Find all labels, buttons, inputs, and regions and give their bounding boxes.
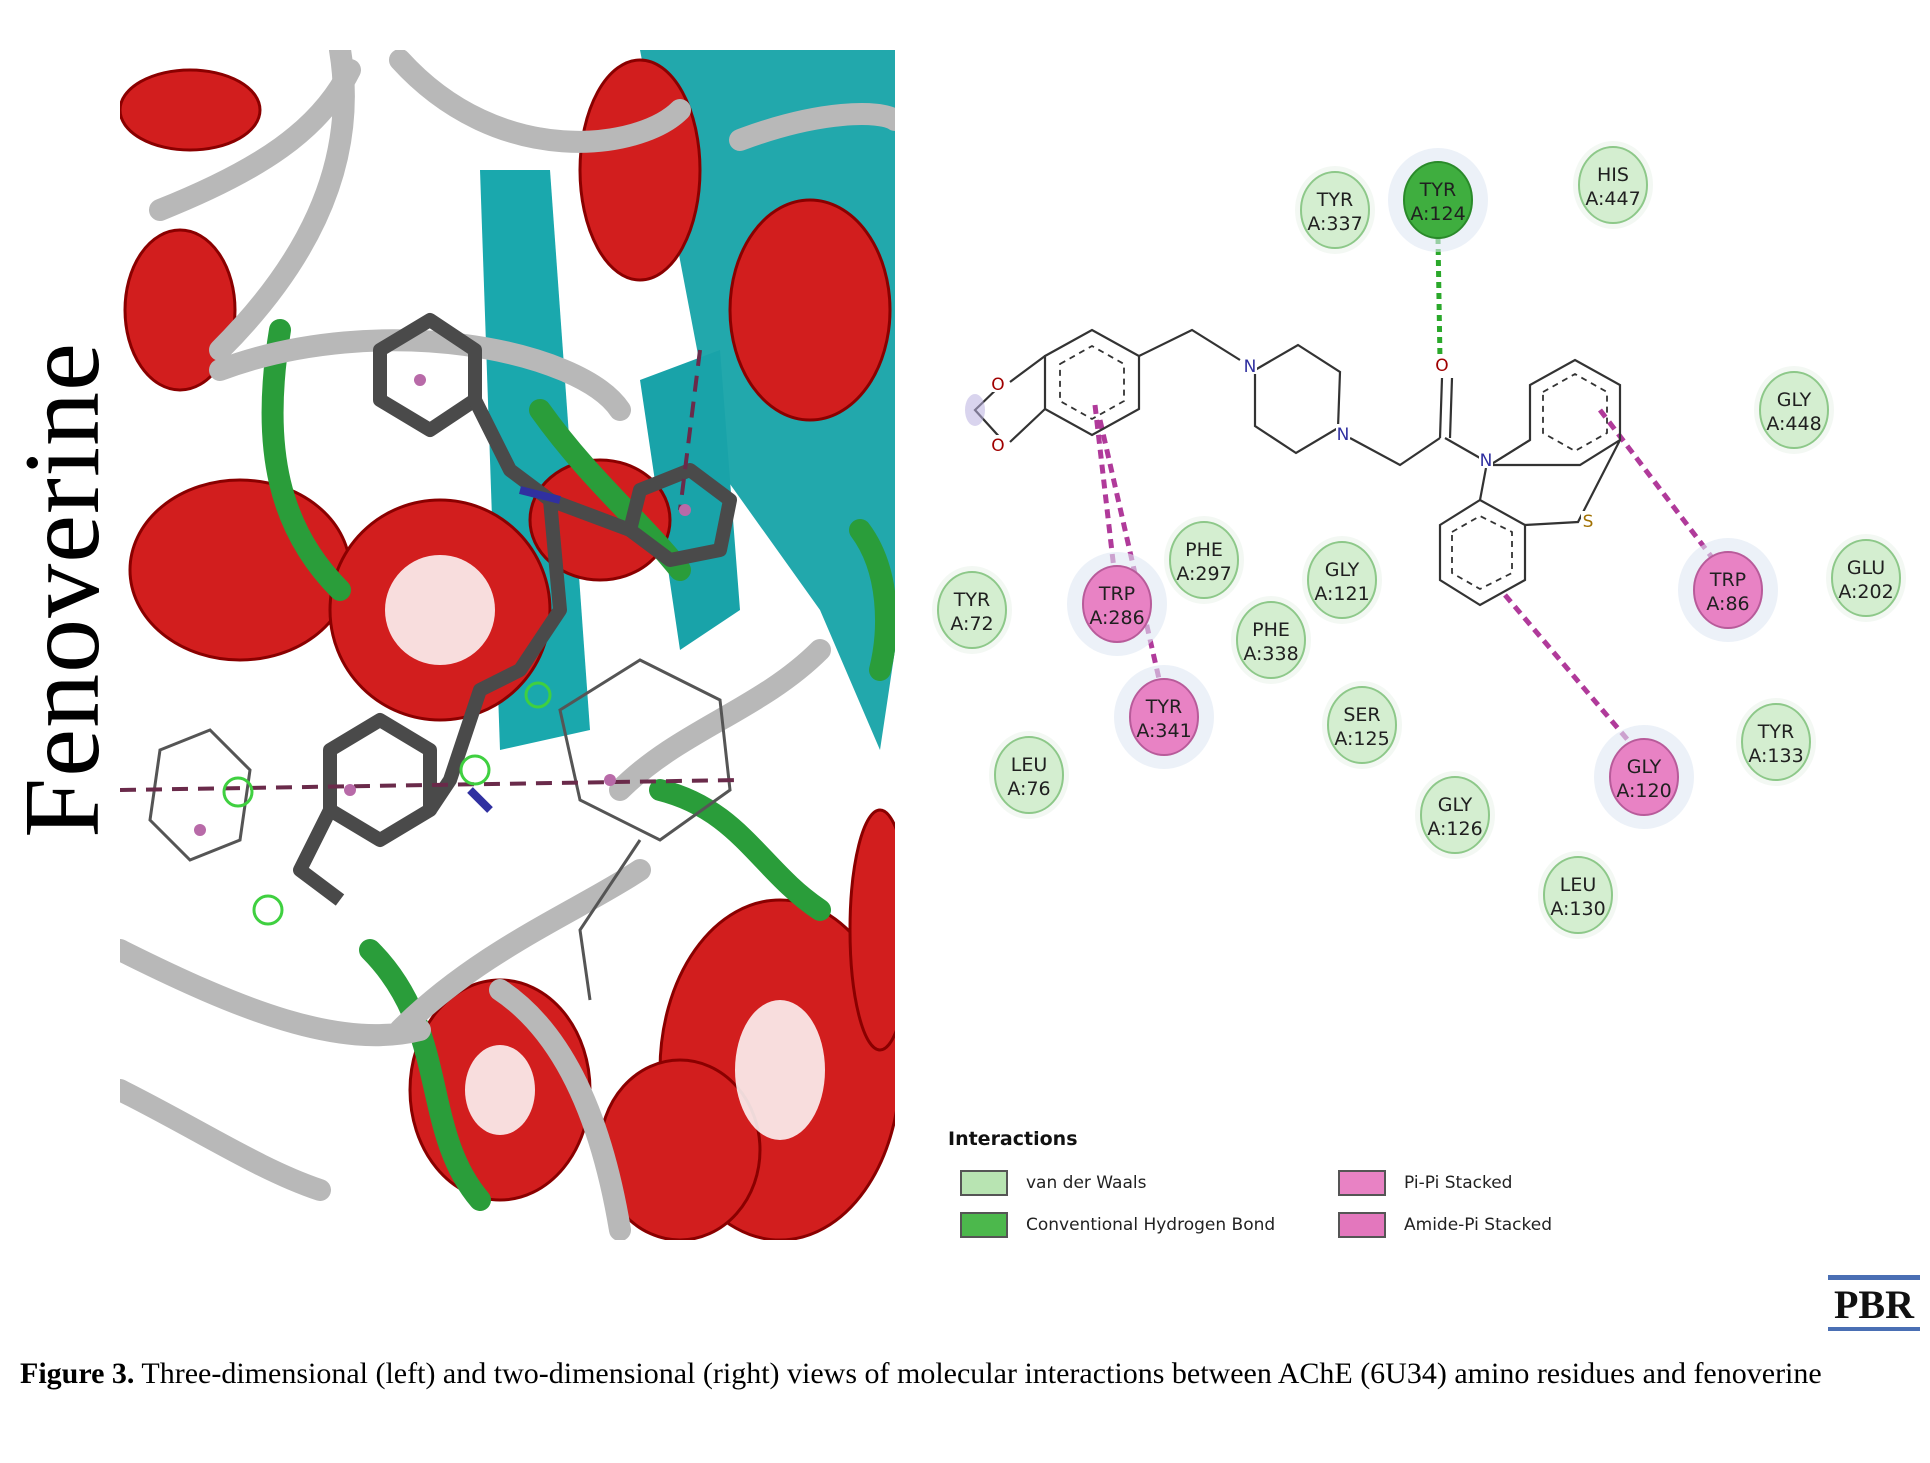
residue-name: LEU	[1560, 874, 1597, 896]
residue-name: TRP	[1709, 569, 1746, 591]
residue-number: A:124	[1410, 203, 1465, 225]
residue-number: A:130	[1550, 898, 1605, 920]
journal-logo: PBR	[1828, 1275, 1920, 1335]
residue-name: HIS	[1597, 164, 1629, 186]
residue-number: A:133	[1748, 745, 1803, 767]
legend-item-van-der-waals: van der Waals	[960, 1168, 1146, 1198]
residue-name: TYR	[1145, 696, 1182, 718]
residue-name: TYR	[1316, 189, 1353, 211]
pi-line-gly120	[1503, 593, 1640, 754]
residue-name: TYR	[1419, 179, 1456, 201]
hbond-line-tyr124	[1435, 237, 1443, 361]
figure-caption-text: Three-dimensional (left) and two-dimensi…	[134, 1357, 1822, 1390]
atom-n2: N	[1337, 425, 1350, 445]
legend-label: Pi-Pi Stacked	[1404, 1173, 1513, 1193]
pi-line-trp86	[1598, 408, 1722, 570]
legend-label: Amide-Pi Stacked	[1404, 1215, 1553, 1235]
atom-o-dioxole-2: O	[991, 436, 1004, 456]
atom-o-carbonyl: O	[1435, 356, 1448, 376]
atom-s1: S	[1583, 512, 1594, 532]
figure-caption: Figure 3. Three-dimensional (left) and t…	[20, 1352, 1920, 1396]
legend-item-hydrogen-bond: Conventional Hydrogen Bond	[960, 1210, 1275, 1240]
residue-name: GLY	[1627, 756, 1662, 778]
residue-name: PHE	[1185, 539, 1223, 561]
residue-number: A:120	[1616, 780, 1671, 802]
residue-number: A:72	[950, 613, 993, 635]
residue-name: TYR	[953, 589, 990, 611]
residue-number: A:286	[1089, 607, 1144, 629]
legend-swatch-van-der-waals	[960, 1170, 1008, 1196]
residue-number: A:337	[1307, 213, 1362, 235]
legend-swatch-hydrogen-bond	[960, 1212, 1008, 1238]
residue-name: GLY	[1438, 794, 1473, 816]
side-title-text: Fenoverine	[3, 342, 122, 838]
residue-name: GLY	[1777, 389, 1812, 411]
fenoverine-ligand	[965, 328, 1622, 607]
atom-n3: N	[1480, 451, 1493, 471]
residue-name: PHE	[1252, 619, 1290, 641]
residue-number: A:341	[1136, 720, 1191, 742]
legend-title: Interactions	[948, 1128, 1078, 1150]
residue-name: LEU	[1011, 754, 1048, 776]
residue-number: A:447	[1585, 188, 1640, 210]
residue-name: GLU	[1847, 557, 1885, 579]
atom-n1: N	[1244, 357, 1257, 377]
legend-label: van der Waals	[1026, 1173, 1147, 1193]
residue-number: A:297	[1176, 563, 1231, 585]
legend-swatch-amide-pi-stacked	[1338, 1212, 1386, 1238]
3d-protein-view	[120, 50, 895, 1240]
residue-number: A:338	[1243, 643, 1298, 665]
residue-name: GLY	[1325, 559, 1360, 581]
interactions-legend: Interactions van der Waals Conventional …	[948, 1128, 1648, 1263]
legend-item-pi-pi-stacked: Pi-Pi Stacked	[1338, 1168, 1512, 1198]
residue-number: A:125	[1334, 728, 1389, 750]
legend-swatch-pi-pi-stacked	[1338, 1170, 1386, 1196]
residue-name: TYR	[1757, 721, 1794, 743]
residue-number: A:448	[1766, 413, 1821, 435]
figure-label: Figure 3.	[20, 1357, 135, 1390]
residue-number: A:202	[1838, 581, 1893, 603]
residue-name: TRP	[1098, 583, 1135, 605]
atom-o-dioxole-1: O	[991, 375, 1004, 395]
residue-name: SER	[1343, 704, 1380, 726]
residue-number: A:126	[1427, 818, 1482, 840]
residue-number: A:121	[1314, 583, 1369, 605]
legend-item-amide-pi-stacked: Amide-Pi Stacked	[1338, 1210, 1552, 1240]
residue-number: A:86	[1706, 593, 1749, 615]
side-title: Fenoverine	[3, 310, 122, 870]
legend-label: Conventional Hydrogen Bond	[1026, 1215, 1276, 1235]
journal-logo-text: PBR	[1834, 1282, 1914, 1327]
residue-number: A:76	[1007, 778, 1050, 800]
